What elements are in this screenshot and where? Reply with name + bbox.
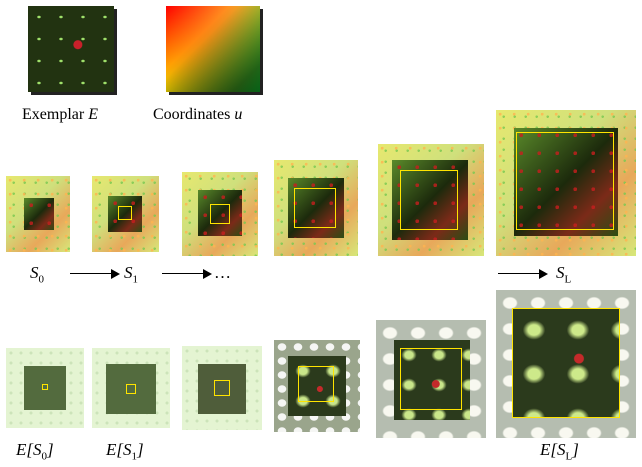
- exemplar-image: [28, 6, 114, 92]
- label-e-s1-post: ]: [137, 440, 144, 459]
- synthesis-level-L: [496, 110, 636, 256]
- label-s0-sub: 0: [38, 273, 45, 286]
- label-s0-sym: S: [30, 263, 39, 282]
- lookup-crop-box: [512, 308, 620, 418]
- coordinates-label: Coordinates u: [153, 106, 242, 124]
- lookup-level-4: [376, 320, 486, 438]
- label-e-sL-pre: E[S: [540, 440, 566, 459]
- lookup-core: [288, 356, 346, 416]
- arrow-s0-s1: [70, 268, 120, 279]
- lookup-level-2: [182, 346, 262, 430]
- label-e-s1: E[S1]: [106, 440, 144, 462]
- synthesis-core: [198, 190, 242, 236]
- lookup-level-L: [496, 290, 636, 438]
- synthesis-level-1: [92, 176, 159, 252]
- synthesis-crop-box: [210, 204, 230, 224]
- arrow-s1-next: [162, 268, 212, 279]
- label-ellipsis: …: [214, 263, 231, 282]
- synthesis-core: [392, 160, 468, 240]
- label-e-sL: E[SL]: [540, 440, 579, 462]
- exemplar-caption: Exemplar: [22, 106, 89, 123]
- lookup-core: [24, 366, 66, 410]
- lookup-crop-box: [400, 348, 462, 410]
- label-s1-sub: 1: [132, 273, 139, 286]
- label-e-s0-post: ]: [47, 440, 54, 459]
- label-e-s0-pre: E[S: [16, 440, 42, 459]
- lookup-level-3: [274, 340, 360, 432]
- label-sL: SL: [556, 263, 571, 285]
- lookup-crop-box: [298, 366, 334, 402]
- label-e-s1-pre: E[S: [106, 440, 132, 459]
- label-sL-sub: L: [564, 273, 572, 286]
- synthesis-core: [108, 196, 142, 232]
- lookup-core: [106, 364, 156, 414]
- lookup-core: [512, 308, 620, 418]
- label-e-s0-sub: 0: [41, 450, 48, 463]
- label-s0: S0: [30, 263, 44, 285]
- lookup-core: [198, 364, 246, 414]
- coordinates-caption: Coordinates: [153, 106, 235, 123]
- synthesis-crop-box: [118, 206, 132, 220]
- label-s1-sym: S: [124, 263, 133, 282]
- label-e-sL-sub: L: [565, 450, 573, 463]
- label-e-s1-sub: 1: [131, 450, 138, 463]
- synthesis-level-0: [6, 176, 70, 252]
- label-sL-sym: S: [556, 263, 565, 282]
- lookup-level-0: [6, 348, 84, 428]
- synthesis-crop-box: [294, 188, 336, 228]
- label-e-s0: E[S0]: [16, 440, 54, 462]
- synthesis-level-2: [182, 172, 258, 256]
- lookup-level-1: [92, 348, 170, 428]
- coordinates-symbol: u: [234, 106, 243, 123]
- synthesis-level-4: [378, 144, 484, 256]
- lookup-crop-box: [126, 384, 136, 394]
- arrow-to-sL: [498, 268, 548, 279]
- lookup-crop-box: [42, 384, 48, 390]
- label-s1: S1: [124, 263, 138, 285]
- exemplar-label: Exemplar E: [22, 106, 98, 124]
- synthesis-core: [514, 128, 618, 236]
- lookup-core: [394, 340, 470, 420]
- synthesis-crop-box: [400, 170, 458, 230]
- exemplar-symbol: E: [88, 106, 98, 123]
- synthesis-core: [24, 198, 54, 230]
- label-e-sL-post: ]: [572, 440, 579, 459]
- coordinates-image: [166, 6, 260, 92]
- synthesis-level-3: [274, 160, 358, 256]
- synthesis-crop-box: [516, 132, 614, 230]
- lookup-crop-box: [214, 380, 230, 396]
